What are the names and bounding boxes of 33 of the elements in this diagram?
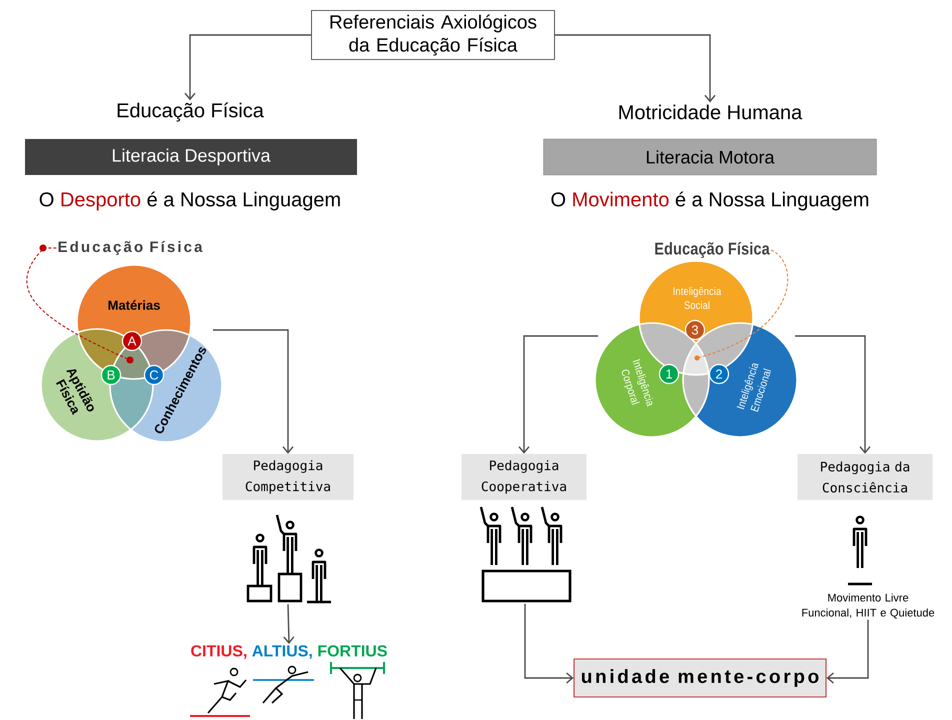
literacy-band: Literacia Desportiva [25, 139, 357, 175]
number-badge: A [122, 330, 142, 352]
number-badge: 3 [684, 320, 706, 340]
arrow [518, 335, 598, 454]
group-on-platform-drawing [480, 506, 572, 602]
pedagogy-box: Pedagogia Competitiva [222, 454, 354, 500]
arrow [184, 34, 312, 100]
arrow [524, 604, 574, 684]
leader-line [699, 250, 788, 358]
arrow [554, 34, 716, 102]
podium-drawing [246, 514, 331, 604]
arrow [213, 329, 294, 454]
motto-text: CITIUS, ALTIUS, FORTIUS [191, 645, 387, 659]
pedagogy-box: Pedagogia Cooperativa [462, 454, 586, 500]
pedagogy-box: Pedagogia da Consciência [798, 454, 933, 500]
arrow [283, 604, 294, 644]
number-badge: B [100, 364, 122, 386]
arrow [795, 335, 871, 454]
title-box: Referenciais Axiológicos da Educação Física [311, 10, 555, 60]
leader-text: Educação Física [58, 240, 203, 256]
number-badge: 1 [658, 364, 680, 384]
subtitle: O Desporto é a Nossa Linguagem [40, 192, 340, 210]
leader-text: Educação Física [655, 242, 770, 258]
result-box: unidade mente-corpo [574, 658, 826, 698]
number-badge: 2 [708, 364, 730, 384]
dot-marker [126, 356, 134, 364]
leader-line [26, 244, 128, 359]
heading: Motricidade Humana [619, 104, 802, 120]
subtitle: O Movimento é a Nossa Linguagem [551, 192, 868, 210]
arrow [826, 620, 869, 684]
literacy-band: Literacia Motora [543, 138, 877, 176]
heading: Educação Física [118, 102, 264, 122]
caption-text: Movimento Livre Funcional, HIIT e Quietude [802, 593, 934, 619]
